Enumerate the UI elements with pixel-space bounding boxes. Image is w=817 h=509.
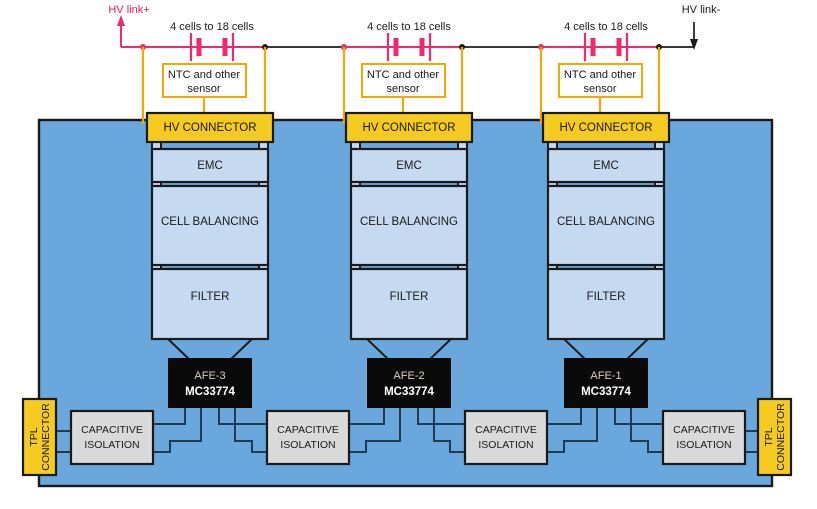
tpl-connector-right[interactable] (756, 397, 793, 477)
cell-count-label-2: 4 cells to 18 cells (367, 21, 451, 33)
capacitive-isolation-label-4-line2: ISOLATION (676, 439, 731, 451)
capacitive-isolation-label-4-line1: CAPACITIVE (673, 424, 735, 436)
tpl-connector-right-label-line2: CONNECTOR (775, 403, 787, 471)
capacitive-isolation-label-3-line1: CAPACITIVE (475, 424, 537, 436)
hv-link-negative-label: HV link- (682, 4, 721, 16)
ntc-label-2-line1: NTC and other (367, 69, 439, 81)
channel-2-stack (344, 111, 474, 408)
afe-block-3[interactable] (168, 358, 252, 408)
tpl-connector-right-label-line1: TPL (763, 427, 775, 446)
capacitive-isolation-label-1-line2: ISOLATION (84, 439, 139, 451)
tpl-connector-left-label-line1: TPL (28, 427, 40, 446)
capacitive-isolation-label-3-line2: ISOLATION (478, 439, 533, 451)
emc-block-1[interactable] (546, 147, 666, 184)
filter-block-1[interactable] (546, 267, 666, 341)
cell-balancing-block-1[interactable] (546, 184, 666, 267)
afe-part-1: MC33774 (581, 386, 631, 398)
capacitive-isolation-label-2-line2: ISOLATION (280, 439, 335, 451)
channel-3-stack (145, 111, 275, 408)
ntc-label-1-line2: sensor (583, 83, 616, 95)
ntc-label-3-line2: sensor (187, 83, 220, 95)
hv-link-positive-label: HV link+ (108, 4, 149, 16)
capacitive-isolation-label-1-line1: CAPACITIVE (81, 424, 143, 436)
tpl-connector-left-label-line2: CONNECTOR (40, 403, 52, 471)
hv-connector-label-2: HV CONNECTOR (362, 122, 455, 134)
ntc-sensor-box-2 (361, 63, 446, 98)
capacitive-isolation-2[interactable] (265, 409, 351, 466)
hv-connector-label-1: HV CONNECTOR (559, 122, 652, 134)
afe-block-2[interactable] (367, 358, 451, 408)
tap-wires (141, 47, 661, 124)
afe-name-3: AFE-3 (194, 370, 225, 382)
hv-connector-3[interactable] (145, 111, 275, 144)
filter-block-2[interactable] (349, 267, 469, 341)
afe-isolation-wires (57, 405, 759, 453)
emc-label-1: EMC (593, 160, 619, 172)
cell-balancing-block-3[interactable] (150, 184, 270, 267)
afe-name-2: AFE-2 (393, 370, 424, 382)
tpl-connector-left[interactable] (21, 397, 58, 477)
hv-connector-2[interactable] (344, 111, 474, 144)
afe-part-3: MC33774 (185, 386, 235, 398)
cell-balancing-label-3: CELL BALANCING (161, 216, 259, 228)
afe-part-2: MC33774 (384, 386, 434, 398)
emc-block-3[interactable] (150, 147, 270, 184)
hv-connector-1[interactable] (541, 111, 671, 144)
capacitive-isolation-3[interactable] (463, 409, 549, 466)
hv-connector-label-3: HV CONNECTOR (163, 122, 256, 134)
ntc-sensor-box-3 (162, 63, 247, 98)
cell-balancing-block-2[interactable] (349, 184, 469, 267)
cell-stack-3 (583, 33, 629, 61)
ntc-label-1-line1: NTC and other (564, 69, 636, 81)
cell-balancing-label-1: CELL BALANCING (557, 216, 655, 228)
ntc-sensor-box-1 (558, 63, 643, 98)
filter-block-3[interactable] (150, 267, 270, 341)
cell-stack-2 (386, 33, 432, 61)
emc-label-2: EMC (396, 160, 422, 172)
cell-count-label-1: 4 cells to 18 cells (564, 21, 648, 33)
ntc-label-2-line2: sensor (386, 83, 419, 95)
cell-count-label-3: 4 cells to 18 cells (170, 21, 254, 33)
filter-label-1: FILTER (587, 291, 626, 303)
cell-balancing-label-2: CELL BALANCING (360, 216, 458, 228)
ntc-label-3-line1: NTC and other (168, 69, 240, 81)
cell-stack-1 (189, 33, 235, 61)
capacitive-isolation-4[interactable] (661, 409, 747, 466)
capacitive-isolation-1[interactable] (69, 409, 155, 466)
afe-name-1: AFE-1 (590, 370, 621, 382)
emc-label-3: EMC (197, 160, 223, 172)
filter-label-2: FILTER (390, 291, 429, 303)
filter-label-3: FILTER (191, 291, 230, 303)
capacitive-isolation-label-2-line1: CAPACITIVE (277, 424, 339, 436)
afe-block-1[interactable] (564, 358, 648, 408)
emc-block-2[interactable] (349, 147, 469, 184)
channel-1-stack (541, 111, 671, 408)
